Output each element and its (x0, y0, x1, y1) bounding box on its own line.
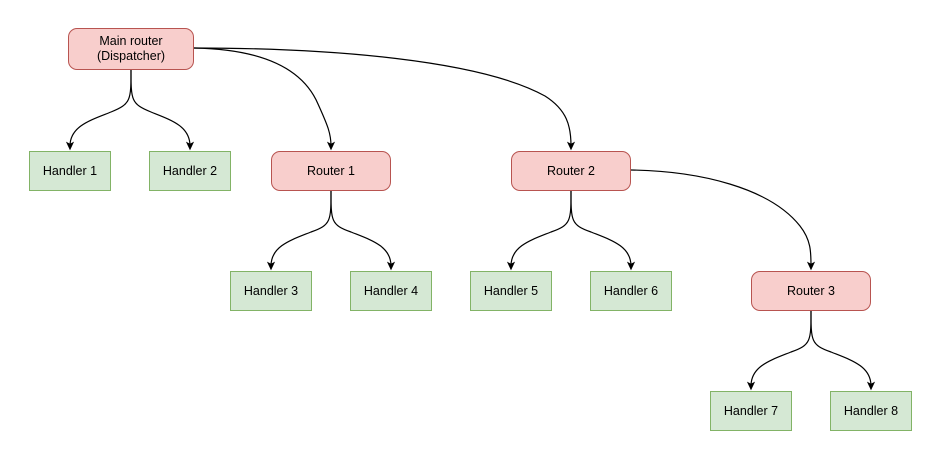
node-router-2[interactable]: Router 2 (511, 151, 631, 191)
node-handler-6[interactable]: Handler 6 (590, 271, 672, 311)
node-router-1[interactable]: Router 1 (271, 151, 391, 191)
node-handler-2[interactable]: Handler 2 (149, 151, 231, 191)
node-handler-4-label: Handler 4 (363, 283, 419, 298)
node-handler-8[interactable]: Handler 8 (830, 391, 912, 431)
node-handler-7[interactable]: Handler 7 (710, 391, 792, 431)
node-router-3-label: Router 3 (787, 283, 835, 298)
node-main-router-label: Main router (Dispatcher) (96, 34, 166, 63)
edge-router-3-to-handler-7 (746, 310, 812, 391)
node-main-router[interactable]: Main router (Dispatcher) (68, 28, 194, 70)
edge-router-1-to-handler-3 (266, 190, 332, 271)
node-router-2-label: Router 2 (547, 163, 595, 178)
node-router-3[interactable]: Router 3 (751, 271, 871, 311)
edge-router-2-to-handler-5 (506, 190, 572, 271)
node-handler-5[interactable]: Handler 5 (470, 271, 552, 311)
node-handler-1-label: Handler 1 (42, 163, 98, 178)
edge-router-2-to-router-3 (630, 169, 816, 271)
edge-router-3-to-handler-8 (810, 310, 876, 391)
edge-router-1-to-handler-4 (330, 190, 396, 271)
node-handler-2-label: Handler 2 (162, 163, 218, 178)
edge-router-2-to-handler-6 (570, 190, 636, 271)
node-router-1-label: Router 1 (307, 163, 355, 178)
node-handler-3-label: Handler 3 (243, 283, 299, 298)
edges-group (65, 47, 876, 391)
node-handler-8-label: Handler 8 (843, 403, 899, 418)
node-handler-3[interactable]: Handler 3 (230, 271, 312, 311)
node-handler-1[interactable]: Handler 1 (29, 151, 111, 191)
edge-main-router-to-handler-1 (65, 69, 132, 151)
node-handler-4[interactable]: Handler 4 (350, 271, 432, 311)
node-handler-6-label: Handler 6 (603, 283, 659, 298)
edge-main-router-to-router-2 (193, 47, 576, 151)
node-handler-5-label: Handler 5 (483, 283, 539, 298)
edge-main-router-to-handler-2 (130, 69, 195, 151)
node-handler-7-label: Handler 7 (723, 403, 779, 418)
edge-main-router-to-router-1 (193, 47, 336, 151)
